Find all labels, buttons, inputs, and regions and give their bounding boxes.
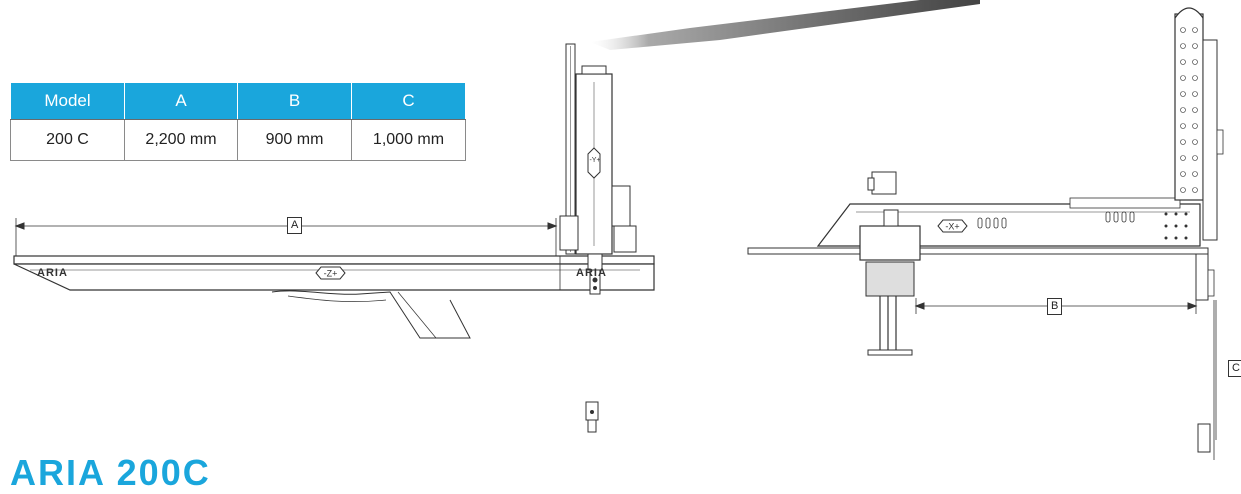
spec-cell-model: 200 C	[10, 119, 125, 161]
brand-mark-right: ARIA	[576, 267, 607, 279]
vertical-axis-column	[1195, 253, 1209, 301]
brand-mark-left: ARIA	[37, 267, 68, 279]
z-axis-mark-icon	[315, 266, 346, 280]
dimension-label-b: B	[1047, 298, 1063, 315]
page-heading: ARIA 200C	[10, 452, 211, 493]
x-motor	[859, 225, 921, 261]
left-view-z-axis-side: -Z+	[13, 43, 655, 433]
background-beam	[590, 0, 980, 50]
y-motor	[611, 185, 631, 227]
y-axis-mark-text: -Y+	[589, 157, 601, 164]
spec-header-c: C	[351, 82, 466, 120]
arm-bracket	[271, 290, 471, 339]
spec-header-model: Model	[10, 82, 125, 120]
spec-cell-c: 1,000 mm	[351, 119, 466, 161]
spec-header-a: A	[124, 82, 238, 120]
y-axis-mark-icon	[587, 147, 601, 179]
spec-table-header-row: Model A B C	[10, 82, 466, 120]
right-view-x-axis-side: -X+	[747, 7, 1224, 460]
technical-drawing: -Z+	[13, 0, 1224, 460]
x-axis-mark-text: -X+	[945, 222, 959, 232]
spec-cell-a: 2,200 mm	[124, 119, 238, 161]
z-axis-beam	[13, 255, 655, 265]
table-row: 200 C 2,200 mm 900 mm 1,000 mm	[10, 119, 466, 161]
z-axis-mark-text: -Z+	[324, 269, 338, 279]
spec-cell-b: 900 mm	[237, 119, 352, 161]
spec-table: Model A B C 200 C 2,200 mm 900 mm 1,000 …	[10, 82, 466, 161]
dimension-label-c: C	[1228, 360, 1241, 377]
x-axis-mark-icon	[937, 219, 968, 233]
spec-header-b: B	[237, 82, 352, 120]
vertical-cable-chain	[1174, 13, 1204, 201]
x-axis-rail	[747, 247, 1209, 255]
dimension-label-a: A	[287, 217, 303, 234]
